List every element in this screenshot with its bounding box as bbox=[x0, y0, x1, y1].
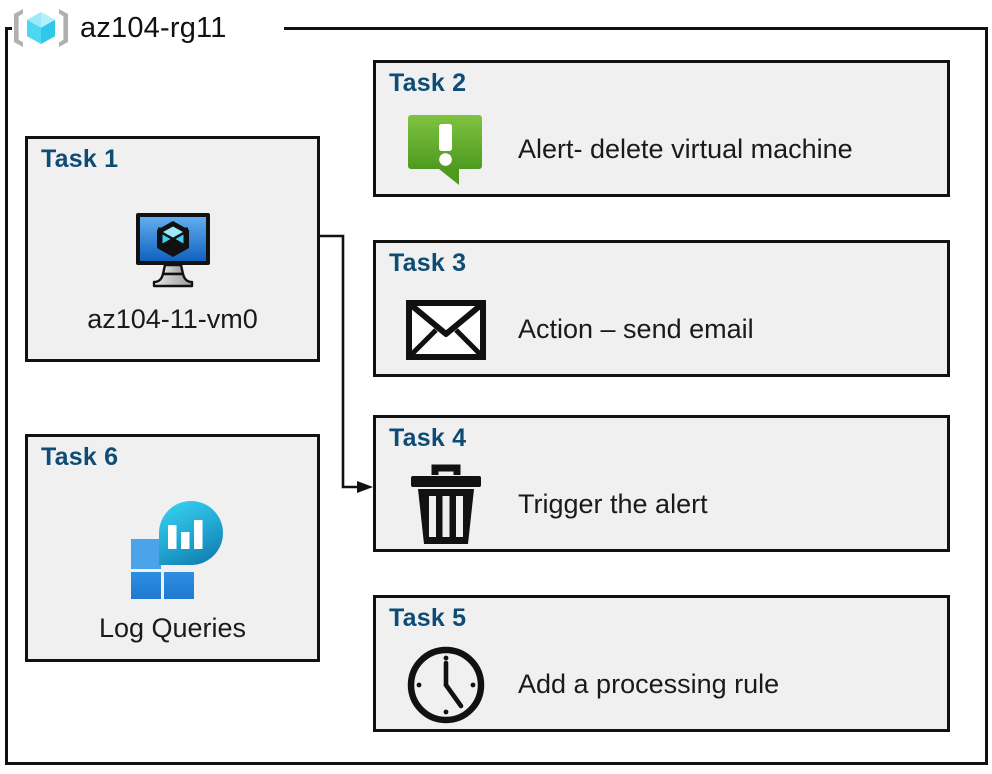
card-task1[interactable]: Task 1 bbox=[25, 136, 320, 362]
card-task4-body: Trigger the alert bbox=[400, 460, 937, 549]
card-task6-title: Task 6 bbox=[41, 443, 119, 471]
card-task5-body: Add a processing rule bbox=[400, 640, 937, 729]
card-task5-icon-slot bbox=[400, 645, 492, 725]
card-task6-body: Log Queries bbox=[28, 485, 317, 659]
azure-resource-group-icon bbox=[10, 5, 72, 51]
card-task2[interactable]: Task 2 bbox=[373, 60, 950, 197]
alert-exclamation-icon bbox=[406, 113, 486, 187]
card-task1-label: az104-11-vm0 bbox=[87, 304, 258, 335]
card-task6-label: Log Queries bbox=[98, 613, 247, 644]
resource-group-name: az104-rg11 bbox=[80, 11, 227, 44]
card-task5-label: Add a processing rule bbox=[518, 668, 780, 699]
card-task6[interactable]: Task 6 bbox=[25, 434, 320, 662]
virtual-machine-icon bbox=[127, 210, 219, 290]
log-analytics-icon bbox=[121, 499, 225, 603]
card-task2-title: Task 2 bbox=[389, 69, 467, 97]
card-task4-title: Task 4 bbox=[389, 424, 467, 452]
card-task4-icon-slot bbox=[400, 464, 492, 546]
envelope-icon bbox=[406, 299, 486, 360]
card-task3-icon-slot bbox=[400, 299, 492, 360]
card-task1-title: Task 1 bbox=[41, 145, 119, 173]
card-task3[interactable]: Task 3 Action – send email bbox=[373, 240, 950, 377]
card-task5-title: Task 5 bbox=[389, 604, 467, 632]
clock-icon bbox=[406, 645, 486, 725]
card-task5[interactable]: Task 5 Add a proce bbox=[373, 595, 950, 732]
card-task3-label: Action – send email bbox=[518, 313, 754, 344]
card-task2-body: Alert- delete virtual machine bbox=[400, 105, 937, 194]
trash-can-icon bbox=[408, 464, 484, 546]
card-task3-title: Task 3 bbox=[389, 249, 467, 277]
resource-group-frame bbox=[5, 27, 988, 765]
card-task2-label: Alert- delete virtual machine bbox=[518, 133, 853, 164]
card-task4[interactable]: Task 4 bbox=[373, 415, 950, 552]
frame-title-notch bbox=[12, 17, 284, 39]
card-task4-label: Trigger the alert bbox=[518, 488, 708, 519]
resource-group-header: az104-rg11 bbox=[10, 4, 227, 52]
card-task2-icon-slot bbox=[400, 113, 492, 187]
card-task3-body: Action – send email bbox=[400, 285, 937, 374]
card-task1-body: az104-11-vm0 bbox=[28, 187, 317, 359]
